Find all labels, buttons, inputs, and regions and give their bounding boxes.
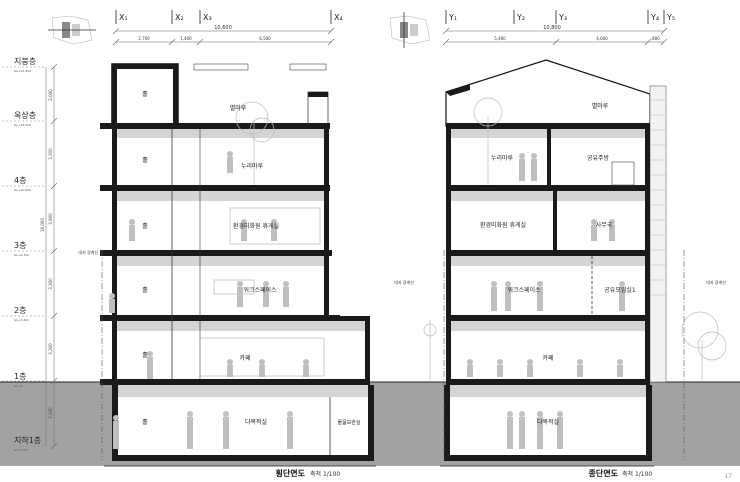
room-left-2f-hall: 홀 <box>142 286 148 294</box>
level-label-4f: 4층 <box>14 176 26 185</box>
dim-4f: 3,900 <box>48 213 53 225</box>
grid-x1: X₁ <box>119 13 128 22</box>
level-elev-attic: GL+13,900 <box>14 123 31 127</box>
room-left-3f: 환경미화원 휴게실 <box>233 222 279 230</box>
left-title: 횡단면도 <box>276 468 306 478</box>
room-left-roof-hall: 홀 <box>142 90 148 98</box>
level-label-1f: 1층 <box>14 372 26 381</box>
boundary-label-left: 대지 경계선 <box>78 249 98 255</box>
right-building <box>423 59 727 461</box>
level-label-roof: 지붕층 <box>14 57 36 66</box>
dim-roof: 2,000 <box>48 89 53 101</box>
room-left-b1-storage: 물품보관실 <box>337 419 360 426</box>
level-markers: 지붕층 GL+15,900 옥상층 GL+13,900 4층 GL+10,600… <box>2 57 44 452</box>
room-right-1f: 카페 <box>542 354 553 362</box>
room-left-attic: 별마루 <box>230 104 247 112</box>
grid-y4: Y₄ <box>650 13 659 22</box>
room-left-4f: 누리마루 <box>241 162 264 170</box>
dim-left-1: 2,700 <box>138 36 150 41</box>
room-left-4f-hall: 홀 <box>142 156 148 164</box>
dim-right-3: 800 <box>652 36 660 41</box>
dim-right-1: 5,400 <box>494 36 506 41</box>
grid-x2: X₂ <box>175 13 184 22</box>
dim-total-left: 10,600 <box>214 25 232 31</box>
room-right-2f-right: 공유모임실1 <box>604 286 636 294</box>
dim-left-2: 1,400 <box>180 36 192 41</box>
level-label-b1: 지하1층 <box>14 435 41 445</box>
level-elev-4f: GL+10,600 <box>14 188 31 192</box>
grid-x4: X₄ <box>334 13 343 22</box>
room-right-4f-left: 누리마루 <box>491 154 514 162</box>
room-left-2f: 워크스페이스 <box>243 286 277 294</box>
dim-right-2: 4,600 <box>596 36 608 41</box>
grid-axes-right: Y₁ Y₂ Y₃ Y₄ Y₅ 10,800 5,400 4,600 800 <box>442 10 675 46</box>
room-right-2f-left: 워크스페이스 <box>507 286 541 294</box>
room-right-attic: 별마루 <box>592 102 609 110</box>
room-left-b1-hall: 홀 <box>142 418 148 426</box>
boundary-label-right-2: 대지 경계선 <box>706 279 726 285</box>
key-plan-left <box>48 15 96 45</box>
room-left-b1: 다목적실 <box>245 418 267 426</box>
grid-axes-left: X₁ X₂ X₃ X₄ 10,600 2,700 1,400 6,500 <box>112 10 343 46</box>
right-scale: 축척 1/100 <box>622 470 652 478</box>
left-room-labels: 홀 홀 별마루 누리마루 홀 환경미화원 휴게실 홀 워크스페이스 홀 카페 홀… <box>142 90 361 426</box>
room-left-1f-hall: 홀 <box>142 351 148 359</box>
room-right-3f-left: 환경미화원 휴게실 <box>480 221 526 229</box>
grid-y3: Y₃ <box>558 13 567 22</box>
room-left-3f-hall: 홀 <box>142 222 148 230</box>
grid-y5: Y₅ <box>666 13 675 22</box>
dim-total-right: 10,800 <box>543 25 561 31</box>
grid-x3: X₃ <box>203 13 212 22</box>
dim-3f: 3,300 <box>48 278 53 290</box>
dim-left-3: 6,500 <box>259 36 271 41</box>
key-plan-right <box>389 12 431 48</box>
dim-attic: 3,300 <box>48 148 53 160</box>
left-building <box>100 63 374 461</box>
level-elev-1f: GL+0 <box>14 384 23 388</box>
grid-y1: Y₁ <box>448 13 457 22</box>
boundary-label-right-1: 대지 경계선 <box>394 279 414 285</box>
level-elev-roof: GL+15,900 <box>14 69 31 73</box>
level-label-2f: 2층 <box>14 306 26 315</box>
room-right-3f-right: 사무국 <box>596 221 613 229</box>
level-elev-b1: GL-3,300 <box>14 448 28 452</box>
vertical-dimension-chain: 2,000 3,300 3,900 3,300 3,300 3,300 16,0… <box>40 63 58 450</box>
room-right-b1: 다목적실 <box>537 418 559 426</box>
right-room-labels: 별마루 누리마루 공유주방 환경미화원 휴게실 사무국 워크스페이스 공유모임실… <box>480 102 636 426</box>
room-left-1f: 카페 <box>239 354 250 362</box>
left-title-block: 횡단면도 축척 1/100 <box>104 465 376 478</box>
dim-total: 16,000 <box>40 218 45 232</box>
left-scale: 축척 1/100 <box>310 470 340 478</box>
dim-1f: 3,300 <box>48 407 53 419</box>
room-right-4f-right: 공유주방 <box>587 154 610 162</box>
grid-y2: Y₂ <box>516 13 525 22</box>
level-elev-3f: GL+6,700 <box>14 253 29 257</box>
level-elev-2f: GL+3,400 <box>14 318 29 322</box>
dim-2f: 3,300 <box>48 343 53 355</box>
right-title-block: 종단면도 축척 1/100 <box>440 465 654 478</box>
page-number: 17 <box>724 473 732 480</box>
level-label-3f: 3층 <box>14 241 26 250</box>
level-label-attic: 옥상층 <box>14 110 36 120</box>
right-title: 종단면도 <box>589 468 619 478</box>
